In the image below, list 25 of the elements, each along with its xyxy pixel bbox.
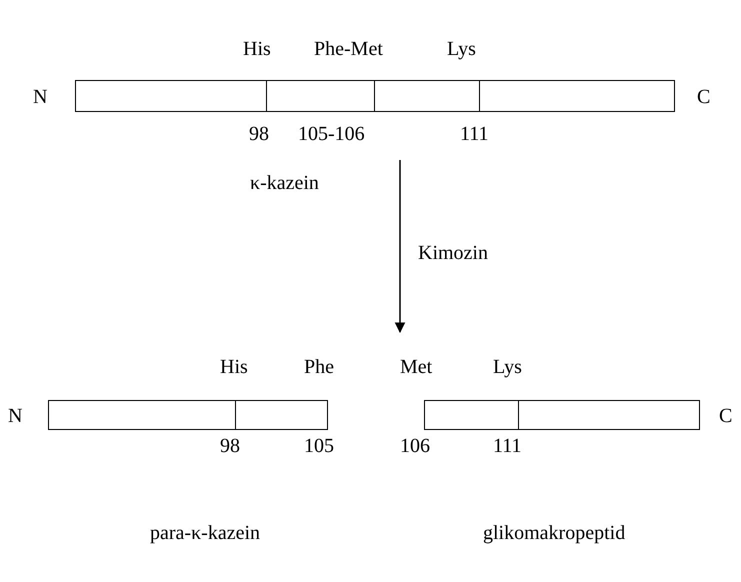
terminus-label: C	[719, 405, 732, 427]
protein-chain-bar	[75, 80, 675, 112]
residue-label: Phe	[304, 356, 334, 378]
position-number: 98	[249, 123, 269, 145]
position-number: 105	[304, 435, 334, 457]
residue-label: His	[220, 356, 248, 378]
protein-chain-bar	[424, 400, 700, 430]
position-number: 106	[400, 435, 430, 457]
residue-label: His	[243, 38, 271, 60]
enzyme-name: Kimozin	[418, 242, 488, 264]
protein-name: glikomakropeptid	[483, 522, 626, 544]
residue-label: Lys	[493, 356, 522, 378]
terminus-label: C	[697, 86, 710, 108]
protein-chain-bar	[48, 400, 328, 430]
terminus-label: N	[8, 405, 22, 427]
position-number: 105-106	[298, 123, 365, 145]
terminus-label: N	[33, 86, 48, 108]
position-number: 111	[460, 123, 489, 145]
position-number: 98	[220, 435, 240, 457]
residue-label: Lys	[447, 38, 476, 60]
residue-label: Phe-Met	[314, 38, 383, 60]
residue-label: Met	[400, 356, 432, 378]
position-number: 111	[493, 435, 522, 457]
protein-name: para-κ-kazein	[150, 522, 260, 544]
protein-name: κ-kazein	[250, 172, 319, 194]
